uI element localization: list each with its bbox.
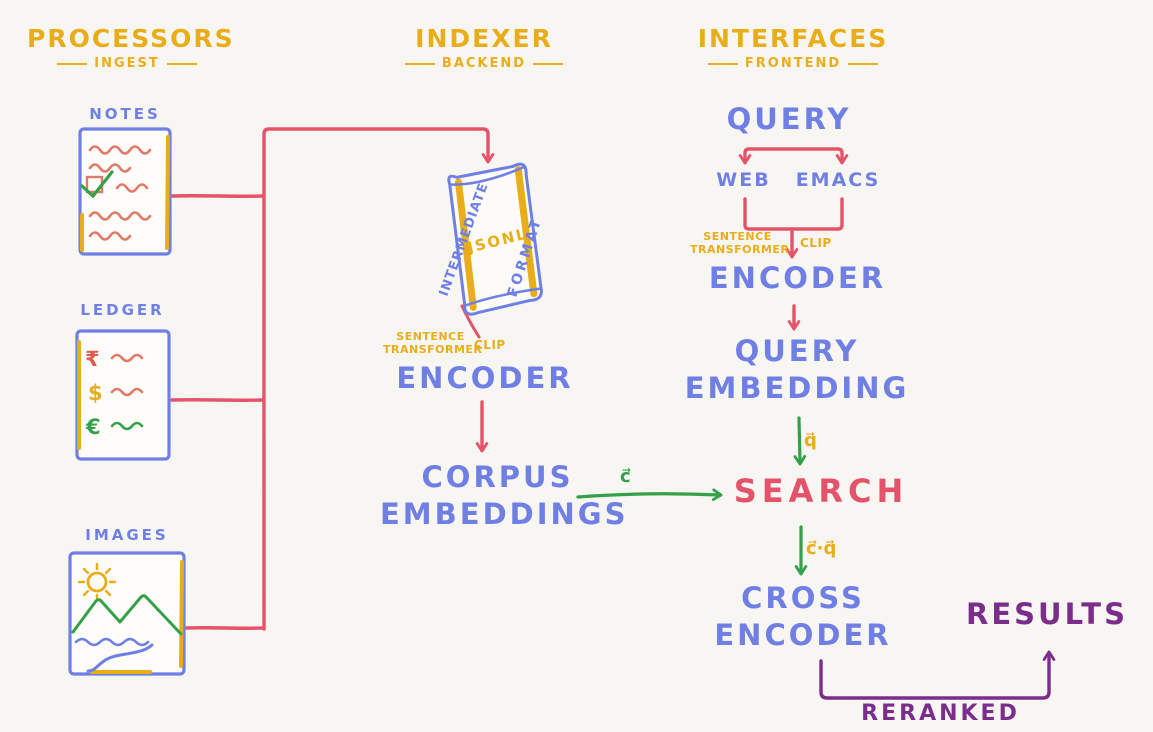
corpus-embeddings-label: CORPUS EMBEDDINGS [380, 459, 629, 533]
cross-encoder-label: CROSS ENCODER [688, 580, 918, 654]
edge-images-to-trunk [185, 626, 265, 630]
interfaces-caption-line1: SENTENCE [703, 230, 772, 243]
corpus-line: CORPUS [421, 460, 574, 494]
interfaces-header: INTERFACES FRONTEND [693, 24, 893, 71]
rupee-symbol: ₹ [85, 347, 100, 371]
emacs-label: EMACS [795, 169, 881, 191]
note-squiggle-1 [88, 145, 152, 155]
processors-subtitle: INGEST [27, 56, 227, 71]
note-squiggle-4 [88, 211, 152, 221]
cross-encoder-line2: ENCODER [714, 618, 892, 652]
subtitle-dash [404, 62, 435, 65]
query-embedding-label: QUERY EMBEDDING [682, 333, 912, 407]
edge-query-embedding-to-search [793, 416, 807, 466]
note-squiggle-2 [88, 163, 132, 173]
edge-notes-to-trunk [170, 194, 265, 198]
scroll-yellow-band-left [454, 178, 477, 311]
results-label: RESULTS [966, 597, 1128, 631]
ledger-label: LEDGER [80, 301, 165, 319]
ledger-squiggle-1 [110, 353, 144, 363]
jsonl-scroll [447, 162, 543, 316]
checkmark-icon [80, 170, 114, 199]
notes-card-yellow-edge [165, 135, 170, 250]
images-label: IMAGES [85, 526, 169, 544]
edge-trunk-to-scroll [262, 127, 495, 631]
river-icon [86, 643, 154, 673]
query-label: QUERY [726, 102, 852, 136]
interfaces-caption-line2: TRANSFORMER [690, 242, 790, 256]
scroll-yellow-band-right [514, 166, 538, 298]
edge-web-emacs-merge [743, 197, 844, 231]
subtitle-dash [707, 62, 738, 65]
indexer-header: INDEXER BACKEND [384, 24, 584, 71]
green-flow-arrows [576, 416, 808, 576]
interfaces-title: INTERFACES [697, 24, 889, 53]
euro-symbol: € [85, 415, 101, 439]
subtitle-dash [166, 62, 197, 65]
ledger-card-sketch: ₹ $ € [75, 329, 171, 461]
interfaces-subtitle: FRONTEND [693, 56, 893, 71]
water-wave-icon [74, 637, 150, 647]
scroll-bottom-curl [463, 287, 543, 307]
red-flow-arrows [170, 127, 849, 631]
web-label: WEB [716, 169, 771, 191]
note-squiggle-3 [115, 183, 149, 193]
indexer-clip-caption: CLIP [474, 338, 506, 352]
query-embedding-line2: EMBEDDING [684, 371, 910, 405]
ledger-squiggle-2 [110, 387, 144, 397]
interfaces-clip-caption: CLIP [800, 236, 832, 250]
interfaces-subtitle-text: FRONTEND [744, 56, 842, 71]
interfaces-encoder-caption: SENTENCE TRANSFORMER [690, 230, 790, 256]
query-vector-label: q⃗ [804, 430, 817, 451]
indexer-subtitle: BACKEND [384, 56, 584, 71]
indexer-title: INDEXER [415, 24, 553, 53]
processors-header: PROCESSORS INGEST [27, 24, 235, 71]
images-card-sketch [68, 551, 186, 676]
interfaces-encoder-label: ENCODER [708, 261, 887, 295]
ledger-squiggle-3 [110, 421, 144, 431]
indexer-subtitle-text: BACKEND [441, 56, 527, 71]
sun-icon [77, 562, 117, 602]
scroll-top-curl [448, 165, 527, 186]
indexer-caption-line1: SENTENCE [396, 330, 465, 343]
sun-core [86, 571, 108, 593]
note-squiggle-5 [88, 231, 132, 241]
indexer-encoder-caption: SENTENCE TRANSFORMER [383, 330, 483, 356]
sun-rays [77, 562, 117, 602]
edge-query-split [738, 147, 849, 165]
reranked-label: RERANKED [861, 701, 1020, 726]
query-embedding-line1: QUERY [734, 334, 860, 368]
corpus-vector-label: c⃗ [620, 466, 631, 487]
processors-subtitle-text: INGEST [94, 56, 160, 71]
notes-card-sketch [78, 127, 172, 256]
purple-flow-arrows [819, 650, 1056, 700]
indexer-caption-line2: TRANSFORMER [383, 342, 483, 356]
subtitle-dash [57, 62, 88, 65]
images-card-yellow-edge [179, 560, 184, 668]
notes-card-outline [78, 127, 172, 256]
edge-corpus-to-search [576, 488, 723, 501]
processors-title: PROCESSORS [27, 24, 235, 53]
subtitle-dash [533, 62, 564, 65]
embeddings-line: EMBEDDINGS [380, 497, 629, 531]
similarity-label: c⃗·q⃗ [806, 538, 837, 559]
edge-ledger-to-trunk [170, 398, 265, 402]
notes-label: NOTES [89, 105, 161, 123]
edge-cross-encoder-to-results [819, 650, 1056, 700]
mountains-icon [71, 594, 183, 636]
search-label: SEARCH [733, 472, 909, 510]
indexer-encoder-label: ENCODER [396, 361, 574, 395]
subtitle-dash [848, 62, 879, 65]
dollar-symbol: $ [88, 381, 103, 405]
cross-encoder-line1: CROSS [741, 581, 865, 615]
